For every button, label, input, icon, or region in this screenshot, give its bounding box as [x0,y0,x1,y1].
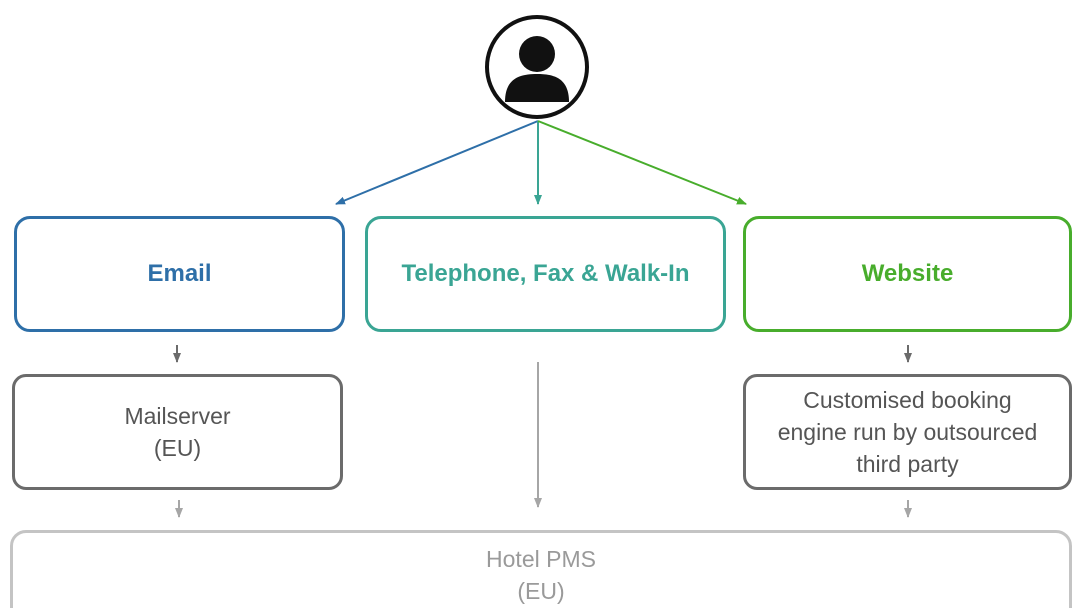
telephone-channel-box: Telephone, Fax & Walk-In [365,216,726,332]
mailserver-box: Mailserver (EU) [12,374,343,490]
website-channel-box: Website [743,216,1072,332]
email-channel-box: Email [14,216,345,332]
hotel-pms-box: Hotel PMS (EU) [10,530,1072,608]
booking-engine-line-2: engine run by outsourced [777,419,1038,445]
booking-engine-line-3: third party [856,451,959,477]
booking-engine-box: Customised booking engine run by outsour… [743,374,1072,490]
telephone-label: Telephone, Fax & Walk-In [401,260,690,287]
pms-region: (EU) [517,578,565,604]
booking-engine-line-1: Customised booking [803,387,1012,413]
website-label: Website [861,260,954,287]
person-icon [485,15,589,119]
mailserver-region: (EU) [153,435,202,461]
arrow-user-to-website [537,120,747,205]
email-label: Email [147,260,212,287]
arrow-user-to-email [335,120,539,205]
mailserver-label: Mailserver [124,403,231,429]
pms-label: Hotel PMS [486,546,596,572]
